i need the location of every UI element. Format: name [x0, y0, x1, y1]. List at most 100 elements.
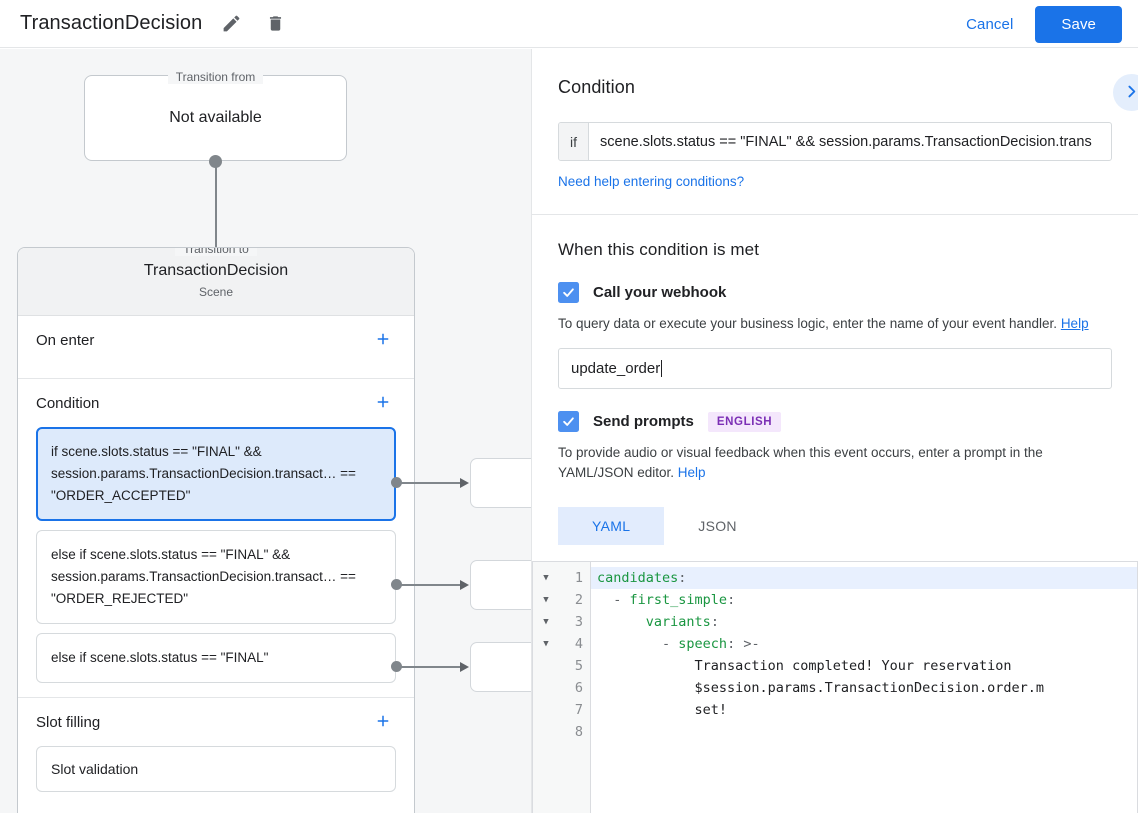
- section-slot-filling: Slot filling Slot validation: [18, 698, 414, 806]
- add-on-enter-button[interactable]: [370, 327, 396, 353]
- condition-item[interactable]: else if scene.slots.status == "FINAL" &&…: [36, 530, 396, 624]
- topbar-actions: Cancel Save: [954, 0, 1122, 48]
- call-webhook-checkbox[interactable]: [558, 282, 579, 303]
- tab-yaml[interactable]: YAML: [558, 507, 665, 545]
- add-slot-filling-button[interactable]: [370, 709, 396, 735]
- condition-detail-panel: Condition if scene.slots.status == "FINA…: [531, 49, 1138, 813]
- code-line-number: 5: [574, 658, 583, 674]
- code-line-number: 8: [574, 724, 583, 740]
- condition-item[interactable]: if scene.slots.status == "FINAL" && sess…: [36, 427, 396, 521]
- delete-button[interactable]: [260, 9, 290, 39]
- condition-out-dot: [391, 579, 402, 590]
- section-title-slot-filling: Slot filling: [36, 713, 101, 731]
- pencil-icon: [221, 13, 242, 34]
- code-fold-toggle: [533, 655, 559, 677]
- condition-item[interactable]: else if scene.slots.status == "FINAL": [36, 633, 396, 683]
- code-line-number: 3: [574, 614, 583, 630]
- condition-input-row[interactable]: if scene.slots.status == "FINAL" && sess…: [558, 122, 1112, 161]
- target-node[interactable]: [470, 560, 531, 610]
- code-line[interactable]: $session.params.TransactionDecision.orde…: [591, 677, 1138, 699]
- webhook-help-link[interactable]: Help: [1060, 316, 1089, 331]
- expand-panel-button[interactable]: [1113, 74, 1138, 111]
- send-prompts-description: To provide audio or visual feedback when…: [558, 443, 1112, 483]
- section-title-on-enter: On enter: [36, 331, 95, 349]
- scene-graph-canvas[interactable]: Transition from Not available Transition…: [0, 49, 531, 813]
- code-line-number: 7: [574, 702, 583, 718]
- section-title-condition: Condition: [36, 394, 100, 412]
- cancel-button[interactable]: Cancel: [954, 8, 1025, 41]
- chevron-right-icon: [1123, 83, 1138, 103]
- condition-out-arrow: [460, 478, 469, 488]
- target-node[interactable]: [470, 642, 531, 692]
- code-line[interactable]: - speech: >-: [591, 633, 1138, 655]
- code-token: Transaction completed! Your reservation: [597, 658, 1012, 674]
- transition-from-node[interactable]: Transition from Not available: [84, 70, 347, 161]
- transition-to-node[interactable]: Transition to TransactionDecision Scene …: [17, 247, 415, 813]
- condition-out-arrow: [460, 580, 469, 590]
- section-condition: Condition if scene.slots.status == "FINA…: [18, 379, 414, 698]
- language-badge: ENGLISH: [707, 411, 782, 432]
- condition-out-arrow: [460, 662, 469, 672]
- save-button[interactable]: Save: [1035, 5, 1122, 43]
- code-fold-toggle[interactable]: ▼: [543, 617, 549, 627]
- transition-to-title: TransactionDecision: [143, 262, 289, 279]
- code-token: :: [678, 570, 687, 586]
- code-line[interactable]: - first_simple:: [591, 589, 1138, 611]
- slot-validation-item[interactable]: Slot validation: [36, 746, 396, 792]
- code-line[interactable]: candidates:: [591, 567, 1138, 589]
- code-line[interactable]: [591, 721, 1138, 743]
- code-fold-toggle: [533, 721, 559, 743]
- code-fold-toggle[interactable]: ▼: [543, 595, 549, 605]
- code-fold-toggle[interactable]: ▼: [543, 639, 549, 649]
- webhook-handler-input[interactable]: update_order: [558, 348, 1112, 389]
- code-line-number: 2: [574, 592, 583, 608]
- send-prompts-row[interactable]: Send prompts ENGLISH: [558, 411, 1112, 432]
- call-webhook-label: Call your webhook: [593, 284, 727, 301]
- section-on-enter: On enter: [18, 316, 414, 379]
- edit-button[interactable]: [216, 9, 246, 39]
- code-token: $session.params.TransactionDecision.orde…: [597, 680, 1045, 696]
- code-token: :: [727, 592, 736, 608]
- code-fold-toggle[interactable]: ▼: [543, 573, 549, 583]
- code-line-number: 4: [574, 636, 583, 652]
- condition-expression-input[interactable]: scene.slots.status == "FINAL" && session…: [600, 133, 1092, 150]
- condition-section: Condition if scene.slots.status == "FINA…: [532, 49, 1138, 214]
- code-content[interactable]: candidates: - first_simple: variants: - …: [591, 562, 1138, 813]
- plus-icon: [374, 712, 392, 733]
- condition-help-link[interactable]: Need help entering conditions?: [558, 174, 745, 189]
- code-token: [597, 614, 646, 630]
- text-caret: [661, 360, 663, 377]
- code-token: : >-: [727, 636, 760, 652]
- code-line[interactable]: Transaction completed! Your reservation: [591, 655, 1138, 677]
- trash-icon: [266, 14, 285, 33]
- code-fold-gutter[interactable]: ▼ ▼ ▼ ▼: [533, 562, 559, 813]
- transition-from-value: Not available: [169, 109, 262, 126]
- webhook-handler-value: update_order: [571, 360, 661, 377]
- prompts-help-link[interactable]: Help: [677, 465, 706, 480]
- call-webhook-row[interactable]: Call your webhook: [558, 282, 1112, 303]
- tab-json[interactable]: JSON: [698, 518, 737, 534]
- code-token: :: [710, 614, 719, 630]
- target-node[interactable]: [470, 458, 531, 508]
- condition-out-dot: [391, 661, 402, 672]
- code-token: -: [597, 592, 630, 608]
- code-line[interactable]: set!: [591, 699, 1138, 721]
- editor-format-tabs: YAML JSON: [558, 507, 1112, 545]
- condition-out-line: [399, 482, 463, 484]
- code-token: set!: [597, 702, 728, 718]
- top-app-bar: TransactionDecision Cancel Save: [0, 0, 1138, 48]
- when-condition-met-heading: When this condition is met: [558, 240, 760, 259]
- code-fold-toggle: [533, 677, 559, 699]
- condition-out-dot: [391, 477, 402, 488]
- send-prompts-checkbox[interactable]: [558, 411, 579, 432]
- condition-out-line: [399, 666, 463, 668]
- add-condition-button[interactable]: [370, 390, 396, 416]
- page-title: TransactionDecision: [20, 12, 203, 34]
- code-token: candidates: [597, 570, 679, 586]
- code-line[interactable]: variants:: [591, 611, 1138, 633]
- code-line-number: 1: [574, 570, 583, 586]
- send-prompts-label: Send prompts: [593, 413, 694, 430]
- connector-line: [215, 161, 217, 261]
